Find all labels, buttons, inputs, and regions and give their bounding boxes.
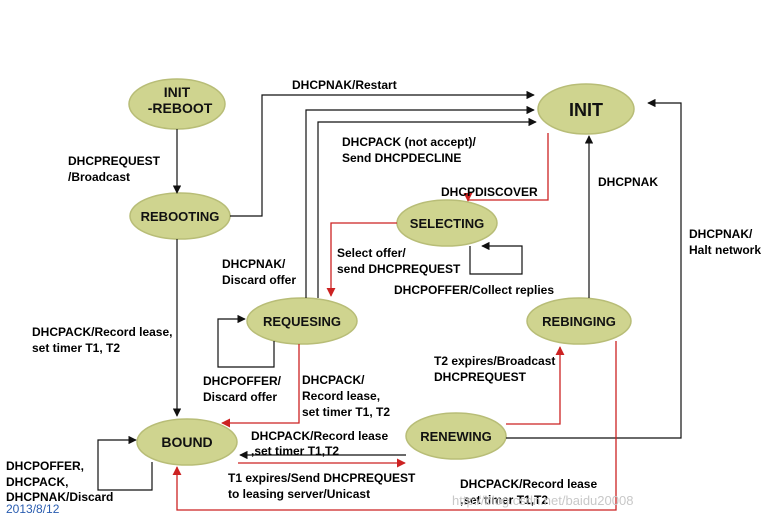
state-rebooting: REBOOTING bbox=[129, 192, 231, 240]
arrow-requesing-to-bound bbox=[221, 344, 300, 428]
svg-text:,set timer T1,T2: ,set timer T1,T2 bbox=[251, 444, 339, 458]
svg-text:DHCPACK/Record lease: DHCPACK/Record lease bbox=[251, 429, 388, 443]
svg-text:DHCPACK (not accept)/: DHCPACK (not accept)/ bbox=[342, 135, 476, 149]
svg-text:DHCPREQUEST: DHCPREQUEST bbox=[68, 154, 161, 168]
footer-watermark: http://blog.csdn.net/baidu20008 bbox=[452, 493, 633, 508]
arrow-rebinging-to-bound bbox=[172, 341, 617, 511]
svg-text:Discard offer: Discard offer bbox=[222, 273, 296, 287]
arrow-requesing-self-loop bbox=[217, 314, 275, 368]
arrow-init-to-selecting bbox=[468, 133, 549, 201]
label-dhcpack-record-renew: DHCPACK/Record lease ,set timer T1,T2 bbox=[251, 429, 388, 458]
label-dhcpack-record-left: DHCPACK/Record lease, set timer T1, T2 bbox=[32, 325, 172, 355]
label-dhcpnak-restart: DHCPNAK/Restart bbox=[292, 78, 397, 92]
svg-text:set timer T1, T2: set timer T1, T2 bbox=[302, 405, 390, 419]
label-dhcpnak: DHCPNAK bbox=[598, 175, 658, 189]
svg-text:Select offer/: Select offer/ bbox=[337, 246, 406, 260]
arrow-rebooting-to-init bbox=[230, 90, 535, 217]
label-dhcpack-record-req: DHCPACK/ Record lease, set timer T1, T2 bbox=[302, 373, 390, 419]
state-requesing-label: REQUESING bbox=[263, 314, 341, 329]
label-dhcpoffer-bound: DHCPOFFER, DHCPACK, DHCPNAK/Discard bbox=[6, 459, 113, 504]
svg-text:,set timer T1,T2: ,set timer T1,T2 bbox=[460, 493, 548, 507]
arrow-requesing-to-init-decline bbox=[317, 117, 537, 298]
svg-text:DHCPACK/: DHCPACK/ bbox=[302, 373, 365, 387]
svg-text:DHCPACK/Record lease,: DHCPACK/Record lease, bbox=[32, 325, 172, 339]
arrow-selecting-to-requesing bbox=[326, 222, 397, 297]
state-selecting: SELECTING bbox=[396, 199, 498, 247]
svg-text:DHCPACK,: DHCPACK, bbox=[6, 475, 68, 489]
svg-text:/Broadcast: /Broadcast bbox=[68, 170, 130, 184]
label-t1-expires: T1 expires/Send DHCPREQUEST to leasing s… bbox=[228, 471, 416, 501]
state-rebinging-label: REBINGING bbox=[542, 314, 616, 329]
state-init-reboot: INIT -REBOOT bbox=[128, 78, 226, 130]
arrow-bound-self-loop bbox=[97, 435, 153, 491]
label-dhcprequest-broadcast: DHCPREQUEST /Broadcast bbox=[68, 154, 161, 184]
svg-text:send DHCPREQUEST: send DHCPREQUEST bbox=[337, 262, 461, 276]
svg-text:Record lease,: Record lease, bbox=[302, 389, 380, 403]
arrow-requesing-to-init-nak bbox=[305, 105, 535, 298]
label-dhcpdiscover: DHCPDISCOVER bbox=[441, 185, 538, 199]
label-t2-expires: T2 expires/Broadcast DHCPREQUEST bbox=[434, 354, 555, 384]
svg-text:Halt network: Halt network bbox=[689, 243, 761, 257]
svg-text:Discard offer: Discard offer bbox=[203, 390, 277, 404]
svg-text:DHCPACK/Record lease: DHCPACK/Record lease bbox=[460, 477, 597, 491]
svg-text:T2 expires/Broadcast: T2 expires/Broadcast bbox=[434, 354, 555, 368]
state-init-reboot-line1: INIT bbox=[164, 84, 191, 100]
state-renewing-label: RENEWING bbox=[420, 429, 492, 444]
svg-text:DHCPNAK/Discard: DHCPNAK/Discard bbox=[6, 490, 113, 504]
label-dhcpoffer-collect: DHCPOFFER/Collect replies bbox=[394, 283, 554, 297]
svg-text:to leasing server/Unicast: to leasing server/Unicast bbox=[228, 487, 370, 501]
svg-text:T1 expires/Send DHCPREQUEST: T1 expires/Send DHCPREQUEST bbox=[228, 471, 416, 485]
label-dhcpnak-halt: DHCPNAK/ Halt network bbox=[689, 227, 761, 257]
label-dhcpoffer-discard-offer: DHCPOFFER/ Discard offer bbox=[203, 374, 282, 404]
svg-text:set timer T1, T2: set timer T1, T2 bbox=[32, 341, 120, 355]
svg-text:DHCPREQUEST: DHCPREQUEST bbox=[434, 370, 527, 384]
svg-text:Send DHCPDECLINE: Send DHCPDECLINE bbox=[342, 151, 461, 165]
label-dhcpack-record-bottom: DHCPACK/Record lease ,set timer T1,T2 bbox=[460, 477, 597, 507]
footer-date: 2013/8/12 bbox=[6, 502, 60, 516]
state-bound: BOUND bbox=[136, 418, 238, 466]
state-requesing: REQUESING bbox=[246, 297, 358, 345]
state-renewing: RENEWING bbox=[405, 412, 507, 460]
label-select-offer: Select offer/ send DHCPREQUEST bbox=[337, 246, 461, 276]
state-init: INIT bbox=[537, 83, 635, 135]
label-dhcpack-not-accept: DHCPACK (not accept)/ Send DHCPDECLINE bbox=[342, 135, 476, 165]
arrow-renewing-to-init bbox=[506, 98, 682, 439]
state-rebooting-label: REBOOTING bbox=[141, 209, 220, 224]
arrow-renewing-to-rebinging bbox=[506, 346, 565, 425]
state-init-reboot-line2: -REBOOT bbox=[148, 100, 213, 116]
arrow-selecting-self-loop bbox=[469, 241, 523, 275]
svg-text:DHCPOFFER/: DHCPOFFER/ bbox=[203, 374, 282, 388]
state-bound-label: BOUND bbox=[161, 434, 212, 450]
svg-text:DHCPNAK/: DHCPNAK/ bbox=[689, 227, 753, 241]
state-selecting-label: SELECTING bbox=[410, 216, 484, 231]
state-init-label: INIT bbox=[569, 100, 603, 120]
label-dhcpnak-discard-offer: DHCPNAK/ Discard offer bbox=[222, 257, 296, 287]
svg-text:DHCPOFFER,: DHCPOFFER, bbox=[6, 459, 84, 473]
svg-text:DHCPNAK/: DHCPNAK/ bbox=[222, 257, 286, 271]
state-rebinging: REBINGING bbox=[526, 297, 632, 345]
